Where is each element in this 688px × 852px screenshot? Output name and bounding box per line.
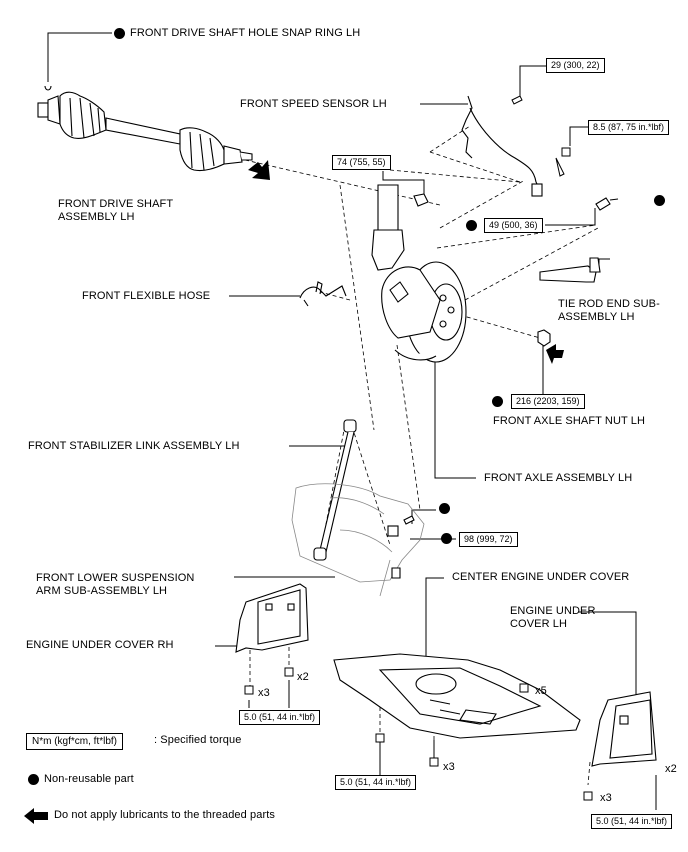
rh-bolts <box>244 667 294 695</box>
label-lower-arm: FRONT LOWER SUSPENSION ARM SUB-ASSEMBLY … <box>36 572 195 597</box>
label-axle-nut: FRONT AXLE SHAFT NUT LH <box>493 415 646 427</box>
legend-no-lubricant-text: Do not apply lubricants to the threaded … <box>54 809 275 821</box>
center-cover-part <box>333 653 581 739</box>
qty-center-x3: x3 <box>443 761 455 773</box>
axle-hub-part <box>381 261 467 363</box>
small-bolts <box>511 95 571 177</box>
speed-sensor-part <box>461 95 543 197</box>
qty-center-x5: x5 <box>535 685 547 697</box>
nonreusable-dot-ball-joint-a <box>439 503 450 514</box>
label-flexible-hose: FRONT FLEXIBLE HOSE <box>82 290 211 302</box>
snap-ring-part <box>44 85 52 91</box>
nonreusable-dot-axle-nut <box>492 396 503 407</box>
legend-torque-desc: : Specified torque <box>154 734 242 746</box>
label-drive-shaft: FRONT DRIVE SHAFT ASSEMBLY LH <box>58 198 174 223</box>
torque-8-5: 8.5 (87, 75 in.*lbf) <box>588 120 670 135</box>
label-snap-ring: FRONT DRIVE SHAFT HOLE SNAP RING LH <box>130 27 361 39</box>
torque-49: 49 (500, 36) <box>484 218 543 233</box>
label-cover-rh: ENGINE UNDER COVER RH <box>26 639 174 651</box>
strut-part <box>371 184 429 271</box>
label-cover-lh: ENGINE UNDER COVER LH <box>510 605 596 630</box>
qty-lh-x3: x3 <box>600 792 612 804</box>
no-lubricant-arrows <box>24 160 564 824</box>
label-front-axle: FRONT AXLE ASSEMBLY LH <box>484 472 633 484</box>
nonreusable-dot-tie-rod-nut <box>654 195 665 206</box>
legend-nonreusable-dot <box>28 774 39 785</box>
legend-torque-box: N*m (kgf*cm, ft*lbf) <box>26 733 124 750</box>
torque-74: 74 (755, 55) <box>332 155 391 170</box>
torque-5-lh: 5.0 (51, 44 in.*lbf) <box>591 814 673 829</box>
qty-lh-x2: x2 <box>665 763 677 775</box>
axle-nut-part <box>537 329 551 347</box>
nonreusable-dot-snap-ring <box>114 28 125 39</box>
label-tie-rod: TIE ROD END SUB- ASSEMBLY LH <box>558 298 660 323</box>
torque-216: 216 (2203, 159) <box>511 394 585 409</box>
arrow-axle-nut <box>546 344 564 364</box>
center-bolts <box>375 683 529 767</box>
nonreusable-dot-49 <box>466 220 477 231</box>
drive-shaft-part <box>37 91 253 172</box>
torque-5-rh: 5.0 (51, 44 in.*lbf) <box>239 710 321 725</box>
label-speed-sensor: FRONT SPEED SENSOR LH <box>240 98 387 110</box>
torque-98: 98 (999, 72) <box>459 532 518 547</box>
label-stabilizer-link: FRONT STABILIZER LINK ASSEMBLY LH <box>28 440 240 452</box>
cover-lh-part <box>591 691 657 767</box>
flexible-hose-part <box>299 281 347 307</box>
tie-rod-part <box>539 197 619 283</box>
arrow-drive-shaft <box>248 160 270 180</box>
qty-rh-x3: x3 <box>258 687 270 699</box>
label-center-cover: CENTER ENGINE UNDER COVER <box>452 571 630 583</box>
leader-lines <box>47 32 657 810</box>
cover-rh-part <box>235 583 309 653</box>
stabilizer-link-part <box>313 419 357 561</box>
legend-arrow-icon <box>24 808 48 824</box>
ball-joint-part <box>387 515 415 579</box>
qty-rh-x2: x2 <box>297 671 309 683</box>
torque-29: 29 (300, 22) <box>546 58 605 73</box>
lower-arm-part <box>291 483 425 597</box>
lh-bolts <box>583 791 593 801</box>
torque-5-center: 5.0 (51, 44 in.*lbf) <box>335 775 417 790</box>
legend-nonreusable-text: Non-reusable part <box>44 773 134 785</box>
nonreusable-dot-ball-joint-b <box>441 533 452 544</box>
